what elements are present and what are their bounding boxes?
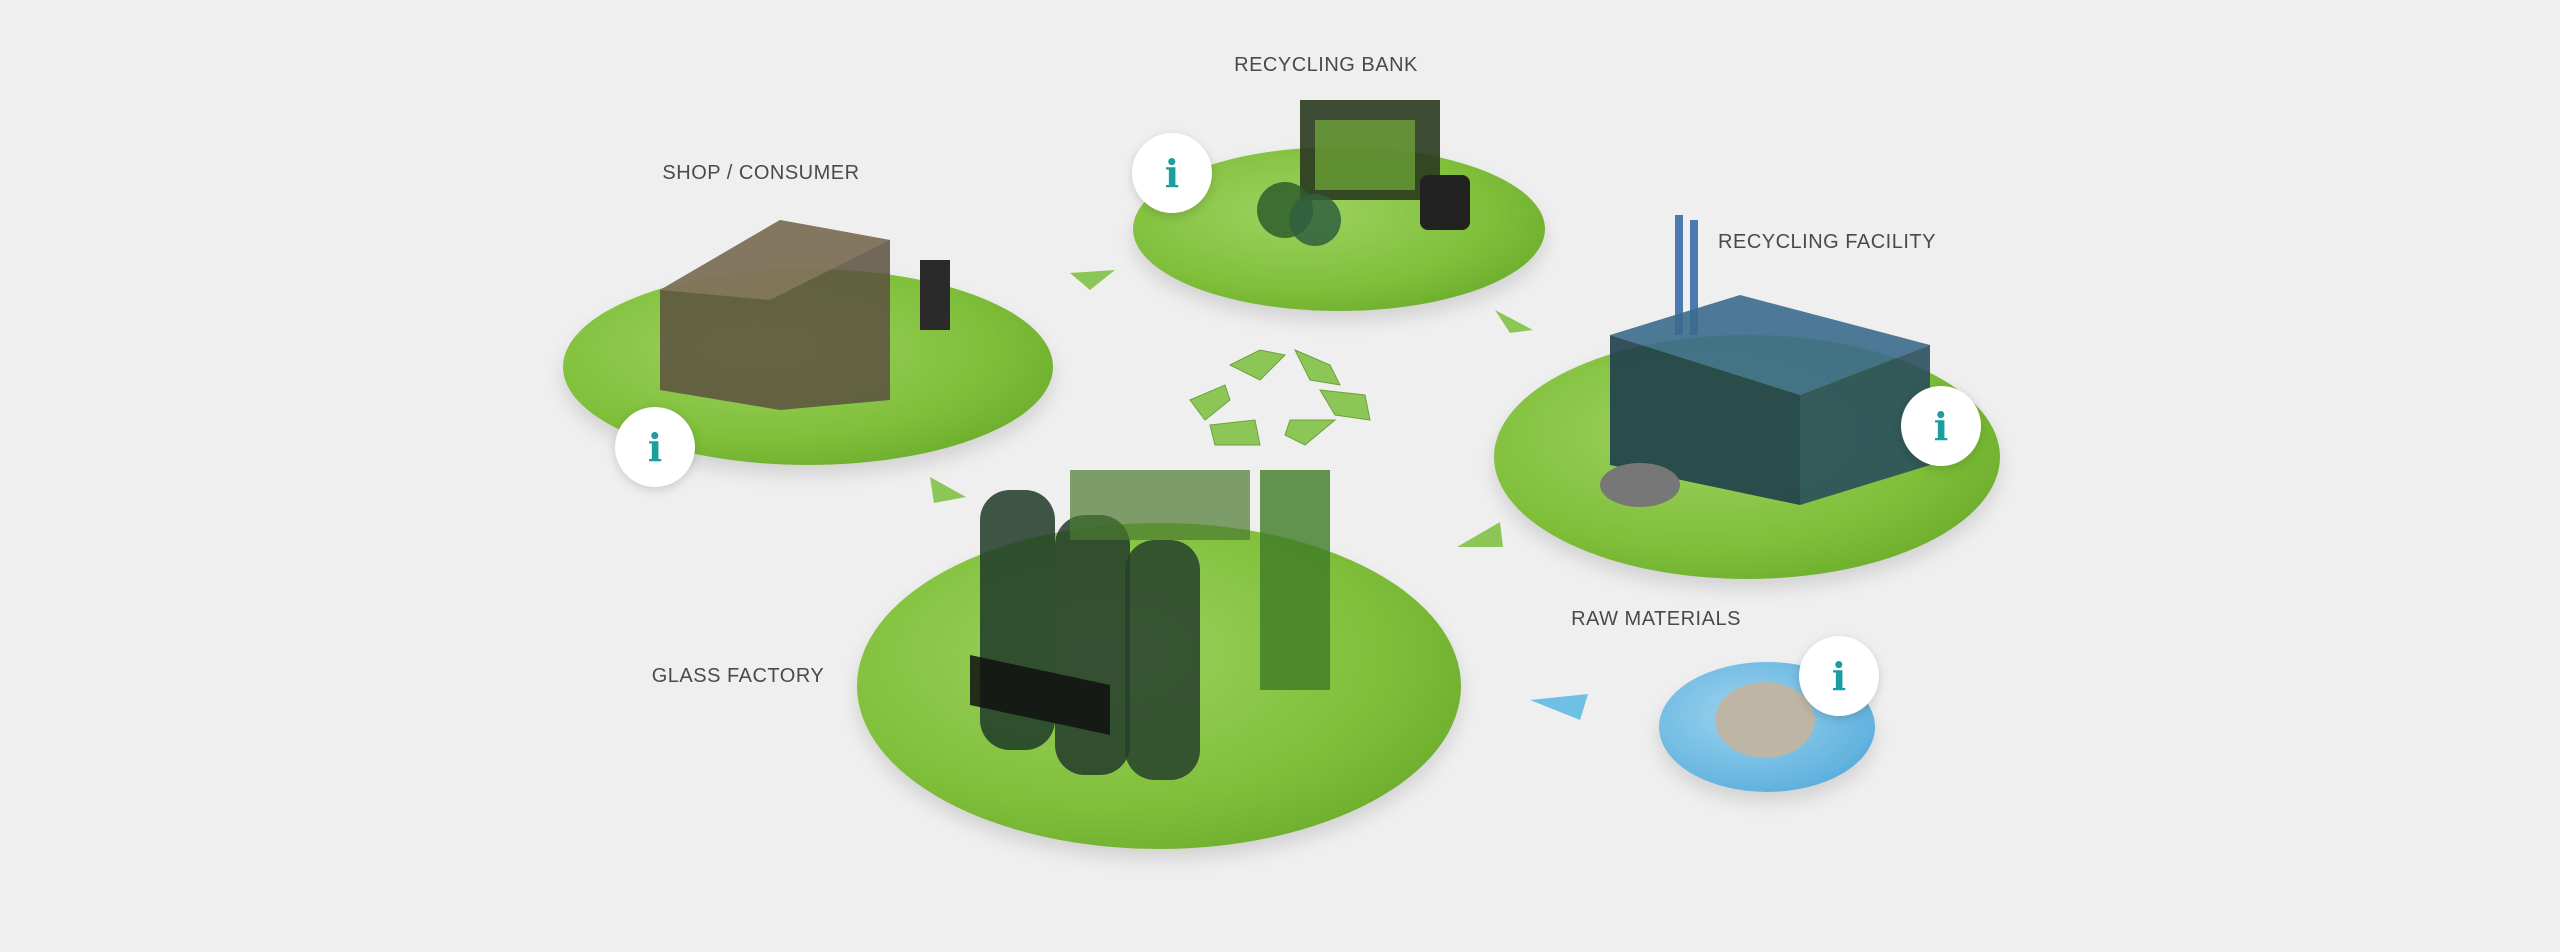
- arrow-bank-to-facility: [1495, 310, 1533, 333]
- label-shop-consumer[interactable]: SHOP / CONSUMER: [662, 162, 860, 184]
- arrow-shop-to-bank: [1070, 270, 1115, 290]
- info-icon: i: [1831, 653, 1847, 699]
- info-icon: i: [1933, 403, 1949, 449]
- shop-building-illustration: [660, 220, 950, 410]
- arrow-factory-to-shop: [930, 477, 966, 503]
- info-button-bank[interactable]: i: [1132, 133, 1212, 213]
- recycling-facility-illustration: [1600, 215, 1930, 507]
- recycle-icon: [1189, 349, 1371, 446]
- raw-materials-pile-illustration: [1715, 682, 1815, 758]
- info-icon: i: [647, 424, 663, 470]
- info-button-facility[interactable]: i: [1901, 386, 1981, 466]
- arrow-raw-to-factory: [1530, 694, 1588, 720]
- recycling-truck-illustration: [1257, 100, 1470, 246]
- info-button-shop[interactable]: i: [615, 407, 695, 487]
- label-raw-materials[interactable]: RAW MATERIALS: [1571, 608, 1741, 630]
- label-recycling-facility[interactable]: RECYCLING FACILITY: [1718, 231, 1936, 253]
- arrow-raw-to-factory-green: [1457, 522, 1503, 547]
- info-icon: i: [1164, 150, 1180, 196]
- info-button-raw[interactable]: i: [1799, 636, 1879, 716]
- glass-factory-illustration: [970, 470, 1330, 780]
- label-glass-factory[interactable]: GLASS FACTORY: [651, 665, 825, 687]
- label-recycling-bank[interactable]: RECYCLING BANK: [1234, 54, 1418, 76]
